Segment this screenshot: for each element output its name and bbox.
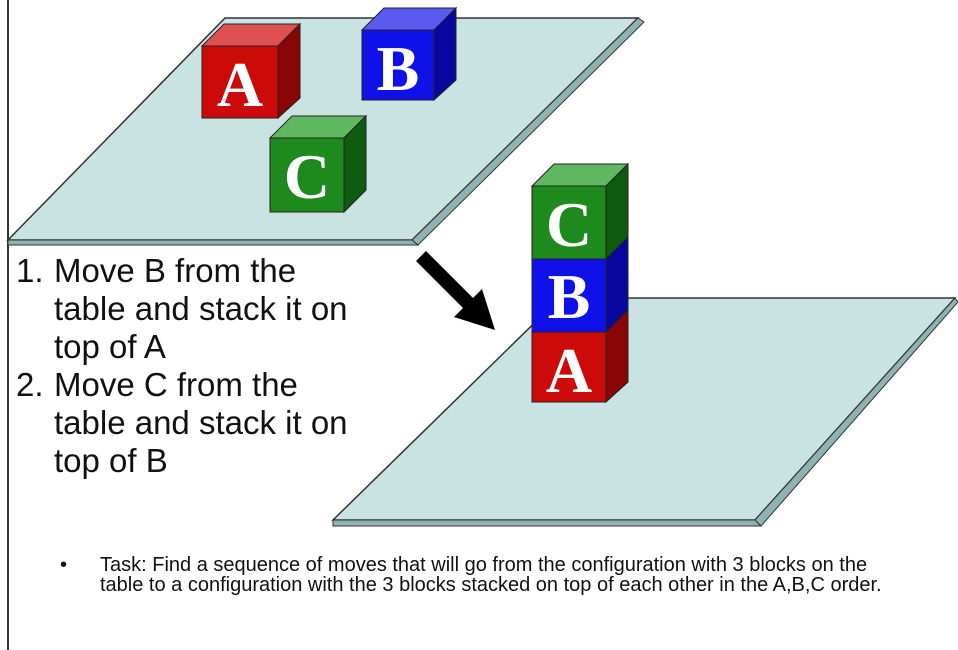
- step-number: 1.: [16, 252, 44, 289]
- goal-table: [331, 297, 958, 527]
- step-item: 2. Move C from the table and stack it on…: [16, 366, 356, 480]
- task-text: Task: Find a sequence of moves that will…: [100, 554, 882, 596]
- block-c-initial: C: [268, 114, 368, 214]
- block-a-goal-label: A: [546, 335, 592, 406]
- step-number: 2.: [16, 366, 44, 403]
- block-a-initial: A: [200, 22, 302, 120]
- block-b-initial: B: [360, 6, 458, 104]
- step-text: Move B from the table and stack it on to…: [54, 252, 348, 365]
- step-text: Move C from the table and stack it on to…: [54, 366, 348, 479]
- block-c-goal: C: [530, 162, 630, 261]
- transition-arrow: [416, 251, 495, 330]
- block-c-goal-label: C: [546, 189, 592, 260]
- block-b-initial-label: B: [377, 33, 420, 104]
- block-a-initial-label: A: [217, 49, 263, 120]
- task-description: • Task: Find a sequence of moves that wi…: [60, 555, 900, 595]
- move-steps-list: 1. Move B from the table and stack it on…: [16, 252, 356, 480]
- block-a-goal: A: [531, 308, 629, 406]
- block-b-goal-label: B: [548, 261, 591, 332]
- step-item: 1. Move B from the table and stack it on…: [16, 252, 356, 366]
- task-bullet: •: [60, 554, 68, 576]
- block-c-initial-label: C: [284, 141, 330, 212]
- block-b-goal: B: [531, 235, 629, 334]
